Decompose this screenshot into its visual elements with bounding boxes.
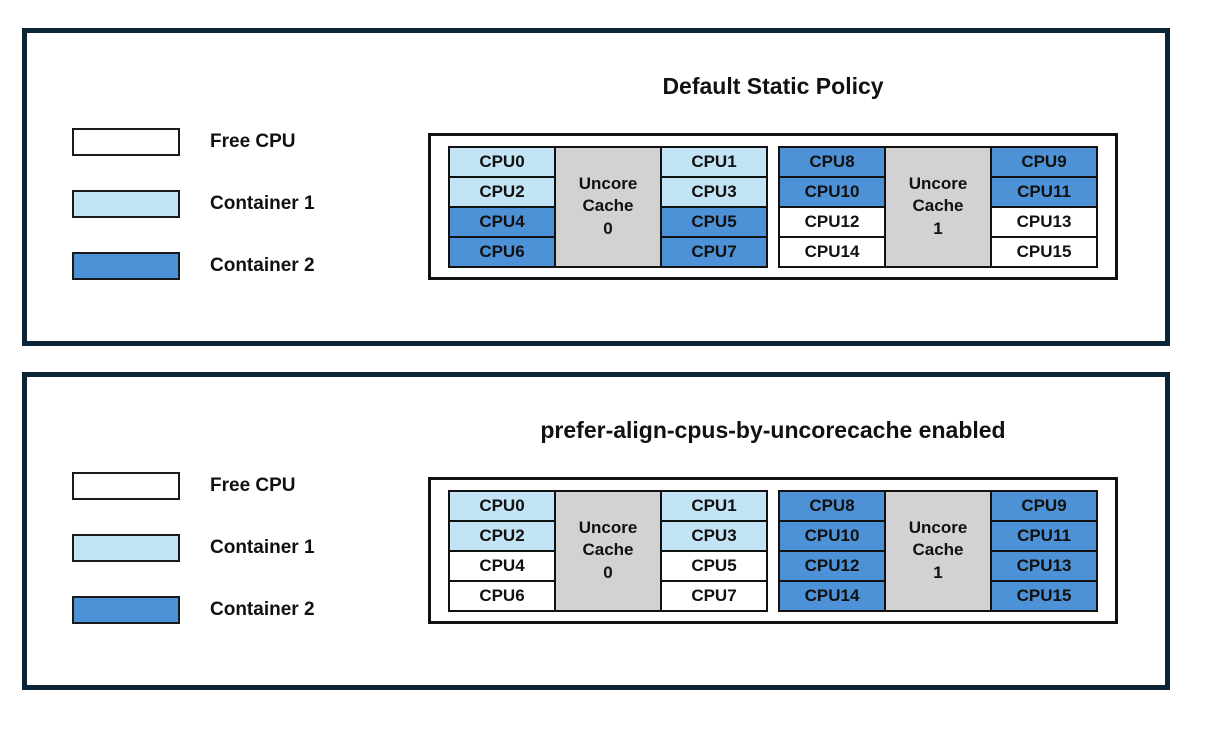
cache-line: 1 xyxy=(933,218,943,238)
cpu-cell: CPU1 xyxy=(662,491,766,520)
cpu-cell: CPU13 xyxy=(992,207,1096,236)
cpu-cell: CPU2 xyxy=(450,521,554,550)
cache-line: Cache xyxy=(582,196,634,216)
cpu-cell: CPU0 xyxy=(450,491,554,520)
cache-line: 0 xyxy=(603,218,613,238)
panel-title: Default Static Policy xyxy=(662,73,884,99)
cache-line: Cache xyxy=(582,540,634,560)
cpu-cell: CPU4 xyxy=(450,207,554,236)
uncore-cache-label: Uncore Cache 0 xyxy=(556,147,660,266)
cpu-cell: CPU8 xyxy=(780,147,884,176)
uncore-cache-1-group: CPU8 CPU10 CPU12 CPU14 Uncore Cache 1 CP… xyxy=(778,489,1098,612)
uncore-cache-label: Uncore Cache 1 xyxy=(886,147,990,266)
legend-item-container-1: Container 1 xyxy=(72,190,315,218)
legend-label: Container 2 xyxy=(210,255,315,276)
uncore-cache-label: Uncore Cache 1 xyxy=(886,491,990,610)
cpu-cell: CPU1 xyxy=(662,147,766,176)
cpu-cell: CPU11 xyxy=(992,177,1096,206)
cpu-cell: CPU3 xyxy=(662,177,766,206)
legend: Free CPU Container 1 Container 2 xyxy=(72,128,315,280)
legend-item-container-2: Container 2 xyxy=(72,596,315,624)
legend-swatch-container2 xyxy=(72,252,180,280)
cache-line: Uncore xyxy=(908,518,968,538)
cache-line: Uncore xyxy=(578,518,638,538)
legend-label: Container 1 xyxy=(210,537,315,558)
cpu-cell: CPU13 xyxy=(992,551,1096,580)
uncore-cache-label: Uncore Cache 0 xyxy=(556,491,660,610)
cpu-cell: CPU15 xyxy=(992,581,1096,610)
cpu-cell: CPU7 xyxy=(662,237,766,266)
cpu-cell: CPU12 xyxy=(780,551,884,580)
legend-item-container-1: Container 1 xyxy=(72,534,315,562)
cache-line: Cache xyxy=(912,196,964,216)
legend-swatch-container2 xyxy=(72,596,180,624)
cpu-cell: CPU7 xyxy=(662,581,766,610)
legend-swatch-container1 xyxy=(72,534,180,562)
cpu-cell: CPU3 xyxy=(662,521,766,550)
legend-swatch-free xyxy=(72,128,180,156)
cpu-cell: CPU10 xyxy=(780,521,884,550)
legend-item-free-cpu: Free CPU xyxy=(72,472,315,500)
cpu-cell: CPU11 xyxy=(992,521,1096,550)
cpu-cell: CPU14 xyxy=(780,581,884,610)
cpu-cell: CPU9 xyxy=(992,147,1096,176)
cpu-cell: CPU12 xyxy=(780,207,884,236)
panel-title: prefer-align-cpus-by-uncorecache enabled xyxy=(540,417,1006,443)
uncore-cache-1-group: CPU8 CPU10 CPU12 CPU14 Uncore Cache 1 CP… xyxy=(778,145,1098,268)
cpu-cell: CPU14 xyxy=(780,237,884,266)
cache-line: Uncore xyxy=(908,174,968,194)
cpu-cell: CPU6 xyxy=(450,581,554,610)
cpu-topology-diagram: CPU0 CPU2 CPU4 CPU6 Uncore Cache 0 CPU1 … xyxy=(428,477,1118,624)
cpu-topology-diagram: CPU0 CPU2 CPU4 CPU6 Uncore Cache 0 CPU1 … xyxy=(428,133,1118,280)
uncore-cache-0-group: CPU0 CPU2 CPU4 CPU6 Uncore Cache 0 CPU1 … xyxy=(448,489,768,612)
legend-item-free-cpu: Free CPU xyxy=(72,128,315,156)
uncore-cache-0-group: CPU0 CPU2 CPU4 CPU6 Uncore Cache 0 CPU1 … xyxy=(448,145,768,268)
cpu-cell: CPU4 xyxy=(450,551,554,580)
cpu-cell: CPU2 xyxy=(450,177,554,206)
cache-line: 1 xyxy=(933,562,943,582)
cpu-cell: CPU8 xyxy=(780,491,884,520)
cpu-cell: CPU0 xyxy=(450,147,554,176)
legend-label: Container 1 xyxy=(210,193,315,214)
cache-line: Uncore xyxy=(578,174,638,194)
panel-prefer-align-cpus-by-uncorecache: prefer-align-cpus-by-uncorecache enabled… xyxy=(22,372,1170,690)
panel-default-static-policy: Default Static Policy Free CPU Container… xyxy=(22,28,1170,346)
cpu-cell: CPU6 xyxy=(450,237,554,266)
legend: Free CPU Container 1 Container 2 xyxy=(72,472,315,624)
cpu-cell: CPU5 xyxy=(662,551,766,580)
cpu-cell: CPU9 xyxy=(992,491,1096,520)
cpu-cell: CPU10 xyxy=(780,177,884,206)
cpu-cell: CPU5 xyxy=(662,207,766,236)
legend-item-container-2: Container 2 xyxy=(72,252,315,280)
legend-label: Free CPU xyxy=(210,131,296,152)
cpu-cell: CPU15 xyxy=(992,237,1096,266)
legend-label: Container 2 xyxy=(210,599,315,620)
legend-swatch-free xyxy=(72,472,180,500)
legend-label: Free CPU xyxy=(210,475,296,496)
legend-swatch-container1 xyxy=(72,190,180,218)
cache-line: Cache xyxy=(912,540,964,560)
cache-line: 0 xyxy=(603,562,613,582)
